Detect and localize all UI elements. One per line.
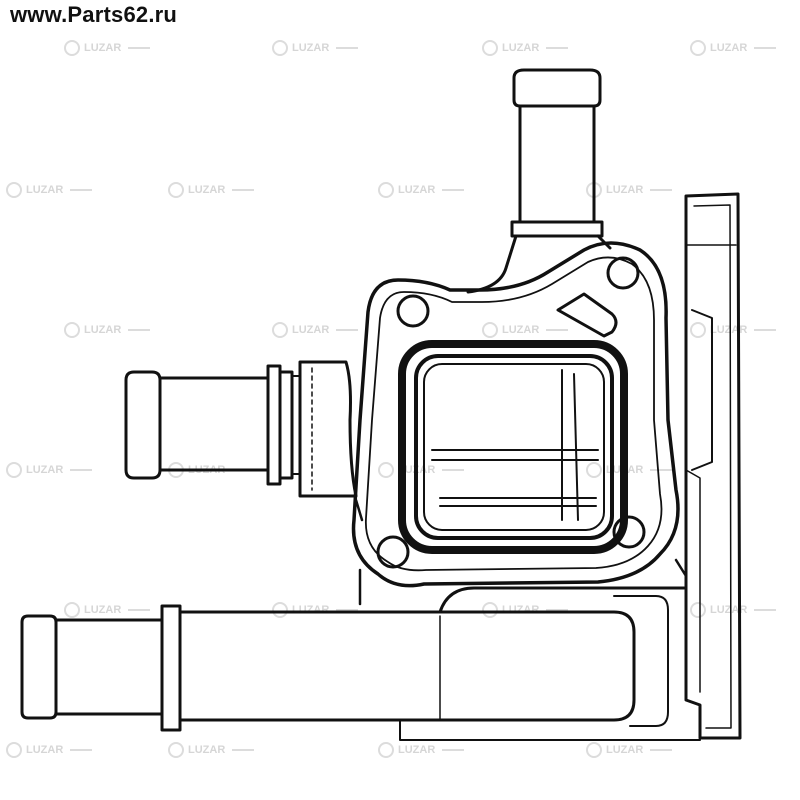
watermark-brand: LUZAR <box>502 42 540 54</box>
flange-neck <box>354 498 688 702</box>
watermark-underline <box>754 609 777 611</box>
watermark-underline <box>546 47 569 49</box>
left-outlet-pipe <box>124 360 358 498</box>
watermark-underline <box>442 189 465 191</box>
luzar-logo-icon <box>64 322 80 338</box>
luzar-logo-icon <box>272 40 288 56</box>
watermark-brand: LUZAR <box>84 324 122 336</box>
watermark-brand: LUZAR <box>84 42 122 54</box>
watermark-underline <box>232 749 255 751</box>
luzar-watermark: LUZAR <box>6 742 93 758</box>
watermark-underline <box>128 609 151 611</box>
watermark-underline <box>442 469 465 471</box>
watermark-brand: LUZAR <box>188 744 226 756</box>
luzar-watermark: LUZAR <box>6 462 93 478</box>
luzar-logo-icon <box>378 742 394 758</box>
luzar-logo-icon <box>6 742 22 758</box>
watermark-underline <box>546 329 569 331</box>
luzar-logo-icon <box>168 182 184 198</box>
luzar-watermark: LUZAR <box>272 322 359 338</box>
watermark-underline <box>70 749 93 751</box>
luzar-watermark: LUZAR <box>690 40 777 56</box>
watermark-brand: LUZAR <box>398 744 436 756</box>
thermostat-inner <box>431 369 599 521</box>
luzar-watermark: LUZAR <box>586 742 673 758</box>
luzar-watermark: LUZAR <box>168 182 255 198</box>
watermark-underline <box>70 469 93 471</box>
watermark-underline <box>232 189 255 191</box>
luzar-logo-icon <box>6 462 22 478</box>
bolt-hole <box>396 294 430 328</box>
luzar-logo-icon <box>586 462 602 478</box>
watermark-brand: LUZAR <box>710 42 748 54</box>
luzar-logo-icon <box>272 322 288 338</box>
watermark-underline <box>70 189 93 191</box>
watermark-brand: LUZAR <box>398 184 436 196</box>
top-outlet-pipe <box>466 68 612 294</box>
watermark-brand: LUZAR <box>26 744 64 756</box>
luzar-watermark: LUZAR <box>6 182 93 198</box>
watermark-underline <box>650 749 673 751</box>
luzar-logo-icon <box>690 322 706 338</box>
luzar-watermark: LUZAR <box>690 602 777 618</box>
luzar-logo-icon <box>378 182 394 198</box>
luzar-logo-icon <box>690 602 706 618</box>
luzar-logo-icon <box>586 742 602 758</box>
watermark-brand: LUZAR <box>26 464 64 476</box>
luzar-watermark: LUZAR <box>64 322 151 338</box>
luzar-logo-icon <box>378 462 394 478</box>
luzar-logo-icon <box>168 742 184 758</box>
watermark-underline <box>442 749 465 751</box>
luzar-logo-icon <box>272 602 288 618</box>
watermark-brand: LUZAR <box>188 184 226 196</box>
bolt-hole <box>606 256 640 290</box>
bottom-pipe <box>20 586 701 741</box>
watermark-brand: LUZAR <box>502 324 540 336</box>
watermark-underline <box>336 47 359 49</box>
watermark-brand: LUZAR <box>26 184 64 196</box>
watermark-underline <box>546 609 569 611</box>
luzar-logo-icon <box>64 40 80 56</box>
luzar-watermark: LUZAR <box>64 40 151 56</box>
watermark-underline <box>336 609 359 611</box>
right-body <box>684 192 742 740</box>
luzar-logo-icon <box>482 322 498 338</box>
luzar-logo-icon <box>6 182 22 198</box>
watermark-brand: LUZAR <box>606 744 644 756</box>
main-flange <box>351 241 680 588</box>
luzar-logo-icon <box>482 602 498 618</box>
luzar-watermark: LUZAR <box>482 322 569 338</box>
watermark-brand: LUZAR <box>292 42 330 54</box>
gasket <box>398 340 628 554</box>
watermark-brand: LUZAR <box>292 324 330 336</box>
luzar-watermark: LUZAR <box>378 742 465 758</box>
luzar-watermark: LUZAR <box>64 602 151 618</box>
luzar-logo-icon <box>64 602 80 618</box>
luzar-watermark: LUZAR <box>482 40 569 56</box>
watermark-underline <box>128 47 151 49</box>
watermark-underline <box>754 47 777 49</box>
watermark-underline <box>650 469 673 471</box>
watermark-underline <box>650 189 673 191</box>
luzar-logo-icon <box>690 40 706 56</box>
watermark-underline <box>336 329 359 331</box>
watermark-underline <box>754 329 777 331</box>
site-url: www.Parts62.ru <box>10 2 178 27</box>
luzar-watermark: LUZAR <box>168 742 255 758</box>
watermark-underline <box>128 329 151 331</box>
luzar-watermark: LUZAR <box>272 40 359 56</box>
watermark-brand: LUZAR <box>606 184 644 196</box>
watermark-brand: LUZAR <box>710 604 748 616</box>
bolt-hole <box>376 535 410 569</box>
bolt-hole <box>612 515 646 549</box>
luzar-logo-icon <box>482 40 498 56</box>
luzar-watermark: LUZAR <box>378 182 465 198</box>
watermark-brand: LUZAR <box>84 604 122 616</box>
